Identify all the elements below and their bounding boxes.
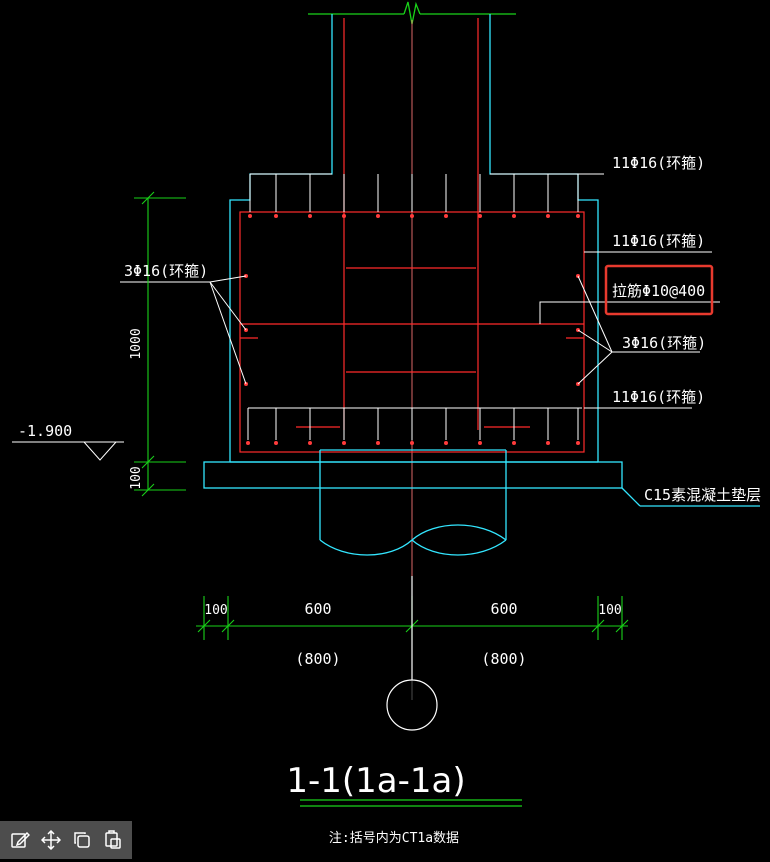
top-rebar-ticks	[249, 173, 604, 212]
column-rebar	[343, 18, 479, 430]
cushion-pad	[203, 461, 760, 507]
axis-bubble	[386, 576, 438, 731]
label-right-rebar: 3Φ16(环箍)	[622, 334, 706, 352]
elevation-marker	[12, 441, 124, 461]
edit-icon[interactable]	[7, 827, 33, 853]
label-cushion: C15素混凝土垫层	[644, 486, 761, 504]
top-rebar-dots	[248, 214, 580, 218]
move-icon[interactable]	[38, 827, 64, 853]
label-side-rebar-upper: 11Φ16(环箍)	[612, 232, 705, 250]
height-dimension	[134, 191, 186, 497]
label-top-rebar: 11Φ16(环箍)	[612, 154, 705, 172]
left-leaders	[120, 275, 247, 385]
right-leaders	[539, 251, 720, 409]
bottom-rebar-ticks	[247, 407, 582, 440]
copy-icon[interactable]	[69, 827, 95, 853]
dim-left-span-alt: (800)	[295, 650, 340, 668]
label-cushion-dim: 100	[129, 466, 144, 489]
paste-icon[interactable]	[100, 827, 126, 853]
dim-right-edge: 100	[598, 603, 621, 618]
section-title: 1-1(1a-1a)	[286, 761, 465, 801]
label-bottom-rebar: 11Φ16(环箍)	[612, 388, 705, 406]
title-underline	[300, 799, 522, 807]
pile	[319, 449, 507, 556]
note-text: 注:括号内为CT1a数据	[329, 830, 459, 846]
label-height-dim: 1000	[129, 328, 144, 359]
highlight-box	[604, 264, 714, 316]
column-concrete	[229, 14, 599, 462]
label-left-rebar: 3Φ16(环箍)	[124, 262, 208, 280]
dim-left-span: 600	[304, 600, 331, 618]
floating-toolbar	[0, 821, 132, 859]
dim-right-span: 600	[490, 600, 517, 618]
dim-left-edge: 100	[204, 603, 227, 618]
dim-right-span-alt: (800)	[481, 650, 526, 668]
label-elevation: -1.900	[18, 422, 72, 440]
label-tie-bar: 拉筋Φ10@400	[612, 282, 705, 300]
